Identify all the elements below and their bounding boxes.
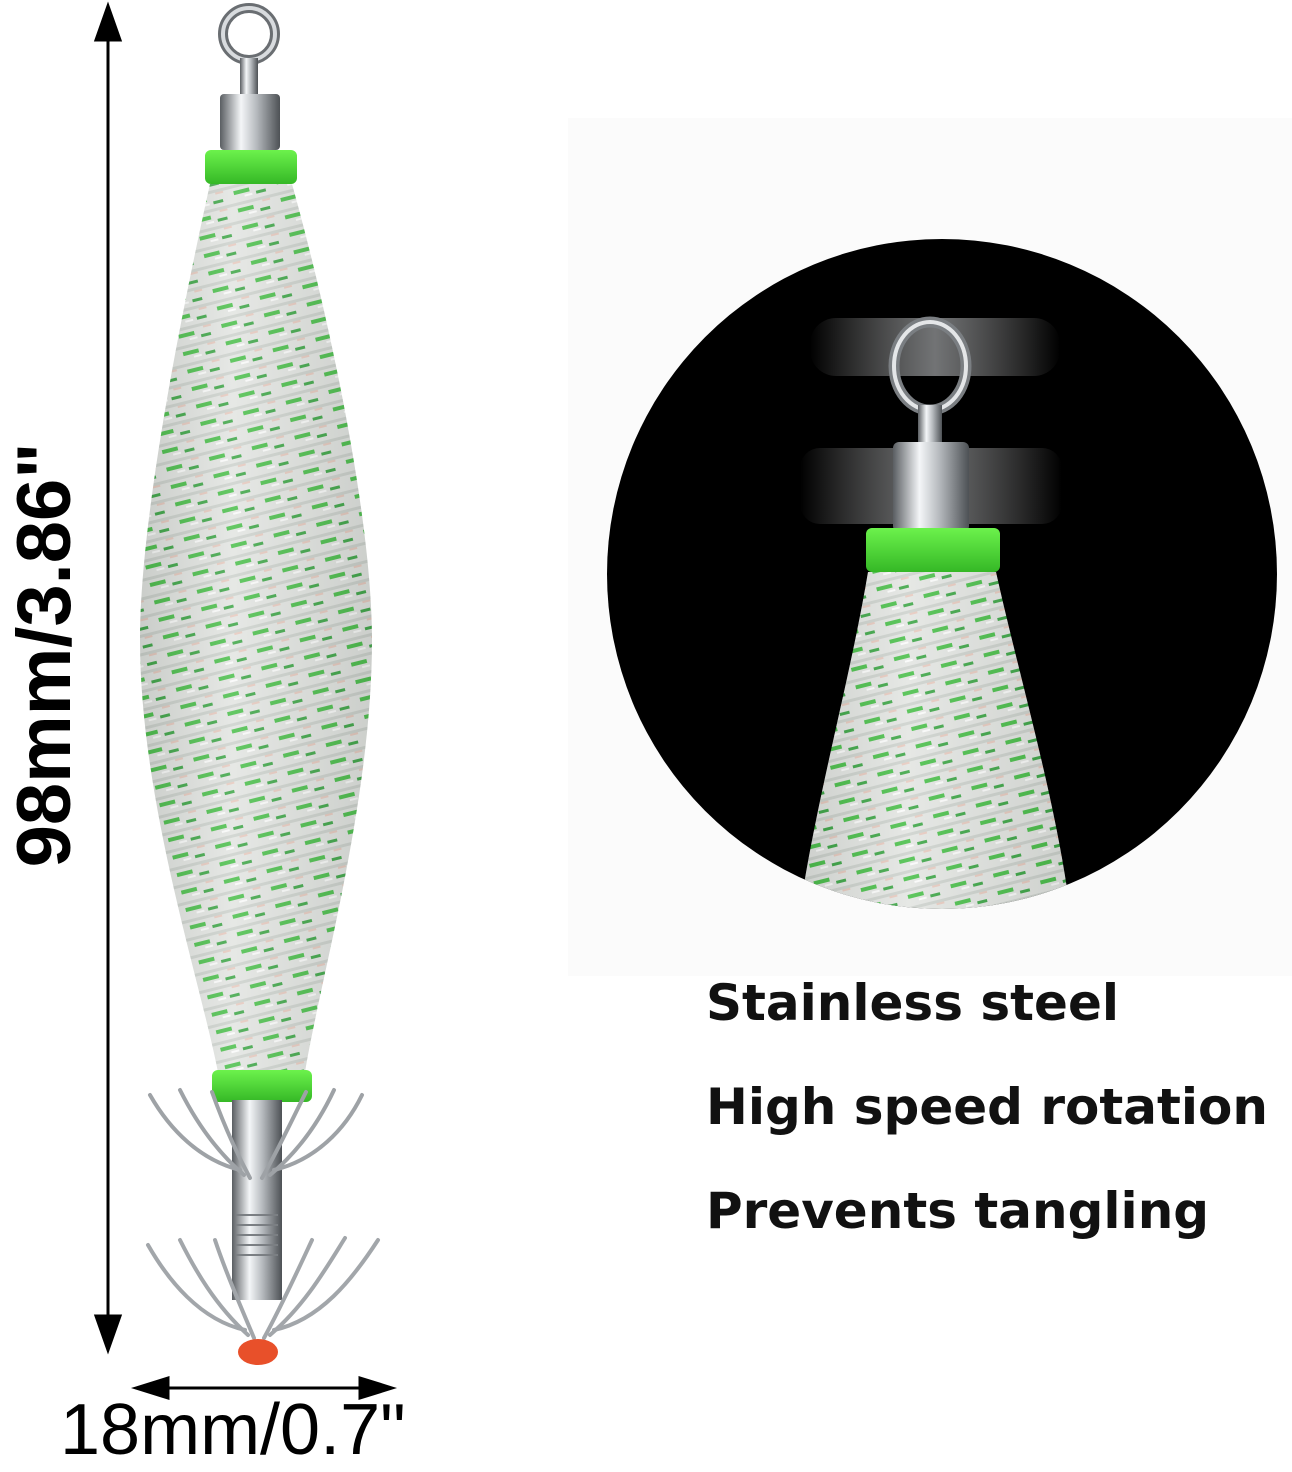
height-dimension-label: 98mm/3.86" bbox=[2, 442, 87, 868]
feature-prevents-tangling: Prevents tangling bbox=[706, 1182, 1210, 1240]
detail-closeup bbox=[800, 316, 1070, 909]
height-dimension-arrow bbox=[93, 1, 123, 1355]
hook-prongs-lower bbox=[146, 1236, 380, 1340]
hook-prongs-upper bbox=[148, 1088, 364, 1180]
width-dimension-arrow bbox=[130, 1375, 398, 1401]
swivel-ring bbox=[218, 3, 280, 150]
feature-list: Stainless steel High speed rotation Prev… bbox=[706, 968, 1292, 1280]
feature-high-speed-rotation: High speed rotation bbox=[706, 1078, 1268, 1136]
feature-stainless-steel: Stainless steel bbox=[706, 974, 1119, 1032]
width-dimension-label: 18mm/0.7" bbox=[60, 1390, 406, 1470]
bottom-green-band bbox=[212, 1070, 312, 1102]
top-green-band bbox=[205, 150, 297, 184]
lure-tip bbox=[238, 1339, 278, 1365]
